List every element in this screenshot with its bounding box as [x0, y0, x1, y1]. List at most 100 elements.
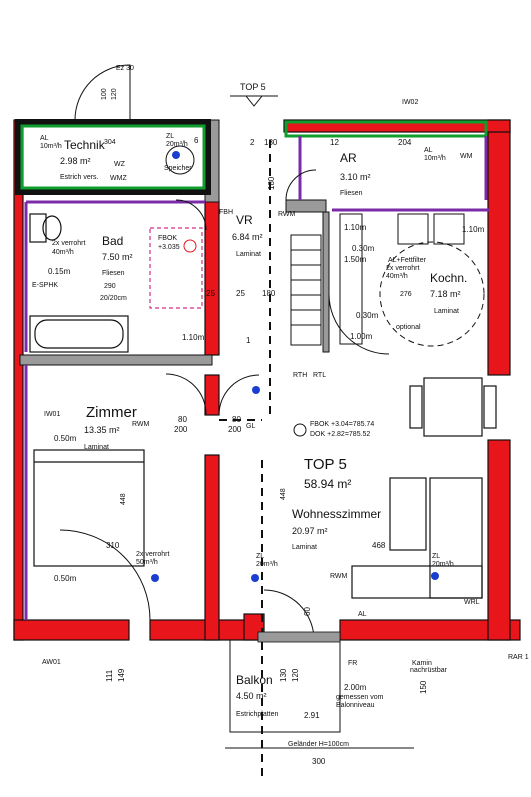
gelaender-label: Geländer H=100cm [288, 741, 349, 748]
al-wohn: AL [358, 611, 367, 618]
bad-floor: Fliesen [102, 270, 125, 277]
dim-110b: 1.10m [182, 333, 205, 342]
ar-area: 3.10 m² [340, 172, 371, 182]
bed [33, 449, 145, 567]
dim-030a: 0.30m [352, 244, 375, 253]
dim-200m: 2.00m [344, 683, 367, 692]
fbh-label: FBH [219, 209, 233, 216]
dim-6: 6 [194, 136, 199, 145]
wmz-label: WMZ [110, 175, 127, 182]
dim-030b: 0.30m [356, 311, 379, 320]
dim-111: 111 [105, 669, 114, 682]
dim-015: 0.15m [48, 267, 71, 276]
vr-floor: Laminat [236, 251, 261, 258]
dim-100: 1.00m [350, 332, 373, 341]
dim-180c: 180 [267, 176, 276, 190]
dim-180a: 180 [264, 138, 278, 147]
zimmer-name: Zimmer [86, 404, 137, 421]
dim-150m: 1.50m [344, 255, 367, 264]
dim-25a: 25 [206, 289, 215, 298]
rtl-label: RTL [313, 372, 326, 379]
rwm-zimmer: RWM [132, 421, 150, 428]
kochn-verrohrt: 2x verrohrt [386, 265, 420, 272]
wz-label: WZ [114, 161, 126, 168]
dim-300: 300 [312, 757, 326, 766]
dim-050a: 0.50m [54, 434, 77, 443]
ar-name: AR [340, 151, 357, 165]
sphk-label: E-SPHK [32, 282, 58, 289]
dim-310: 310 [106, 541, 120, 550]
wohn-area: 20.97 m² [292, 526, 328, 536]
dim-12: 12 [330, 138, 339, 147]
zl-technik-rate: 20m³/h [166, 141, 188, 148]
kochn-num: 276 [400, 291, 412, 298]
zimmer-floor: Laminat [84, 444, 109, 451]
speicher-label: Speicher [164, 165, 192, 172]
balkon-note-1: gemessen vom [336, 694, 384, 701]
fr-label: FR [348, 660, 357, 667]
top-marker [230, 95, 278, 107]
vr-name: VR [236, 213, 253, 227]
bathroom-fixtures [29, 213, 203, 353]
bad-area: 7.50 m² [102, 252, 133, 262]
al-technik-rate: 10m³/h [40, 143, 62, 150]
kochn-area: 7.18 m² [430, 289, 461, 299]
dim-050b: 0.50m [54, 574, 77, 583]
aw01-label: AW01 [42, 659, 61, 666]
railing [257, 631, 341, 643]
living-furniture [351, 377, 497, 599]
door-code: Ez 30 [116, 65, 134, 72]
top-name: TOP 5 [304, 456, 347, 473]
dim-80b: 80 [232, 415, 241, 424]
dim-110c: 1.10m [462, 225, 485, 234]
wrl-label: WRL [464, 599, 480, 606]
technik-floor: Estrich vers. [60, 174, 99, 181]
top-area: 58.94 m² [304, 477, 351, 491]
top-marker-label: TOP 5 [240, 82, 266, 92]
dim-120: 120 [291, 668, 300, 682]
zimmer-verrohrt: 2x verrohrt [136, 551, 170, 558]
rth-label: RTH [293, 372, 307, 379]
zimmer-num: 448 [120, 493, 127, 505]
dim-25b: 25 [236, 289, 245, 298]
dim-2: 2 [250, 138, 255, 147]
wohn-num: 448 [280, 488, 287, 500]
technik-area: 2.98 m² [60, 156, 91, 166]
dim-200a: 200 [174, 425, 188, 434]
electrical-symbols [151, 145, 439, 582]
dim-180b: 180 [262, 289, 276, 298]
stair-num-1: 100 [101, 88, 108, 100]
al-ar-rate: 10m³/h [424, 155, 446, 162]
balkon-note-2: Balonniveau [336, 702, 375, 709]
bad-fbok-val: +3.035 [158, 244, 180, 251]
wohn-floor: Laminat [292, 544, 317, 551]
zimmer-rate: 50m³/h [136, 559, 158, 566]
door-swings [59, 64, 390, 641]
gl-label: GL [246, 423, 255, 430]
wohn-name: Wohnesszimmer [292, 507, 381, 521]
bad-fbok: FBOK [158, 235, 177, 242]
kamin-1: Kamin [412, 660, 432, 667]
dim-204: 204 [398, 138, 412, 147]
zl-technik: ZL [166, 133, 174, 140]
kochn-floor: Laminat [434, 308, 459, 315]
fbok-main-2: DOK +2.82=785.52 [310, 431, 370, 438]
balkon-area: 4.50 m² [236, 691, 267, 701]
dim-80a: 80 [178, 415, 187, 424]
kochn-rate: 40m³/h [386, 273, 408, 280]
balkon-name: Balkon [236, 673, 273, 687]
al-technik: AL [40, 135, 49, 142]
dim-149: 149 [117, 668, 126, 682]
dim-200b: 200 [228, 425, 242, 434]
purple-partitions [24, 136, 490, 620]
kochn-al: AL+Fettfilter [388, 257, 427, 264]
kochn-name: Kochn. [430, 271, 467, 285]
ar-floor: Fliesen [340, 190, 363, 197]
bad-num: 290 [104, 283, 116, 290]
al-ar: AL [424, 147, 433, 154]
rar-label: RAR 1 [508, 654, 529, 661]
bad-rate: 40m³/h [52, 249, 74, 256]
corridor-lines [219, 140, 271, 780]
zl-wohn2: ZL [432, 553, 440, 560]
